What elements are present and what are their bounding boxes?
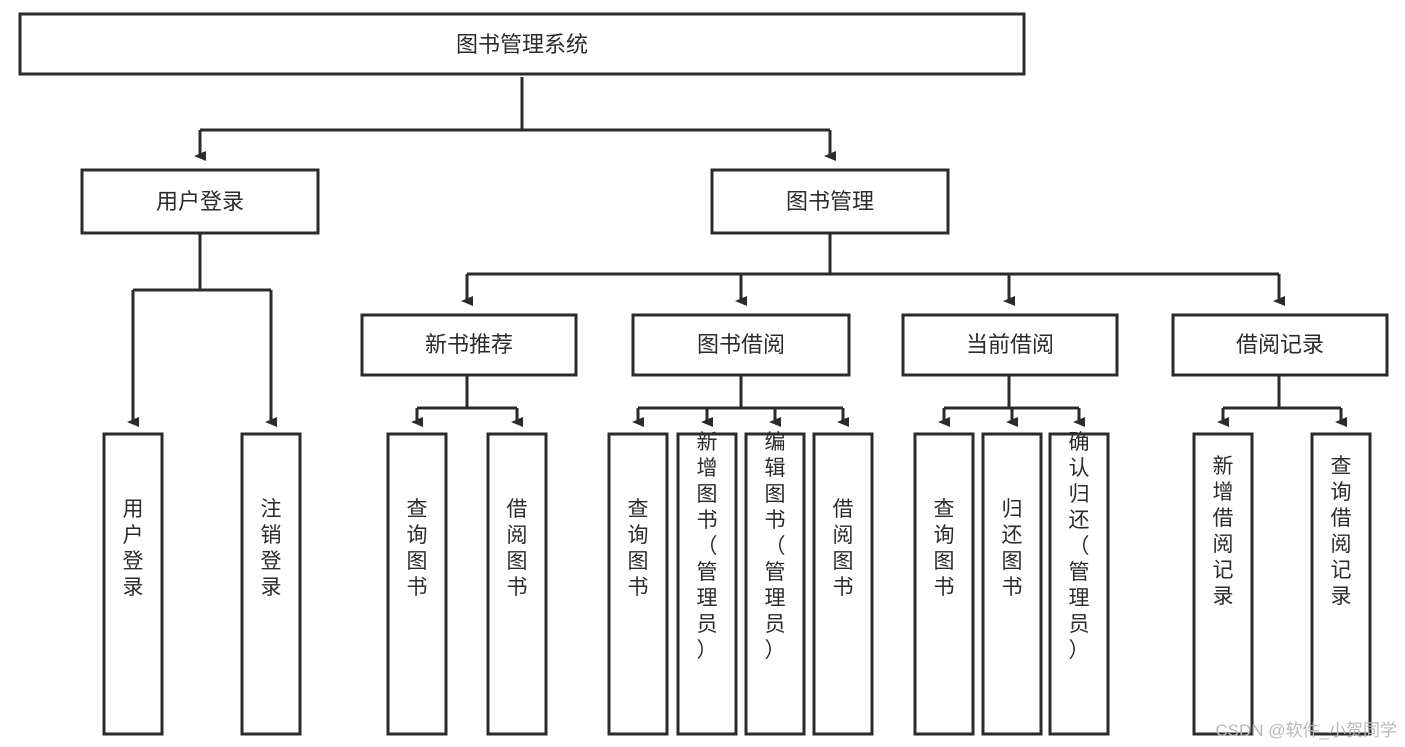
- node-current-borrow[interactable]: 当前借阅: [901, 313, 1119, 377]
- node-root-box[interactable]: [18, 12, 1026, 76]
- node-user-login-label: 用户登录: [156, 189, 244, 214]
- leaf-box[interactable]: [1192, 432, 1254, 736]
- node-borrow-record[interactable]: 借阅记录: [1171, 313, 1389, 377]
- leaf-new-book-2[interactable]: 借阅图书: [486, 432, 548, 736]
- connector-userlogin-to-leaves: [127, 233, 277, 427]
- connector-root-to-level2: [194, 77, 836, 161]
- node-root[interactable]: 图书管理系统: [18, 12, 1026, 76]
- node-book-borrow-box[interactable]: [631, 313, 851, 377]
- leaf-box[interactable]: [486, 432, 548, 736]
- leaf-label: 借阅图书: [833, 498, 854, 599]
- node-book-borrow[interactable]: 图书借阅: [631, 313, 851, 377]
- leaf-label: 查询借阅记录: [1331, 455, 1352, 608]
- leaf-new-book-1[interactable]: 查询图书: [386, 432, 448, 736]
- leaf-book-borrow-2[interactable]: 新增图书（管理员）: [676, 431, 738, 736]
- node-new-book-recommend[interactable]: 新书推荐: [360, 313, 578, 377]
- leaf-current-borrow-1[interactable]: 查询图书: [913, 432, 975, 736]
- leaf-box[interactable]: [676, 432, 738, 736]
- connector-currentborrow-to-leaves: [938, 375, 1085, 427]
- node-book-management-box[interactable]: [710, 168, 950, 235]
- connector-newbook-to-leaves: [411, 375, 523, 427]
- leaf-box[interactable]: [981, 432, 1043, 736]
- leaf-label: 用户登录: [123, 498, 144, 599]
- leaf-current-borrow-2[interactable]: 归还图书: [981, 432, 1043, 736]
- node-current-borrow-label: 当前借阅: [966, 332, 1054, 357]
- leaf-borrow-record-2[interactable]: 查询借阅记录: [1310, 432, 1372, 736]
- leaf-user-login-2[interactable]: 注销登录: [240, 432, 302, 736]
- node-book-borrow-label: 图书借阅: [697, 332, 785, 357]
- leaf-user-login-1[interactable]: 用户登录: [102, 432, 164, 736]
- leaf-book-borrow-4[interactable]: 借阅图书: [812, 432, 874, 736]
- node-book-management[interactable]: 图书管理: [710, 168, 950, 235]
- leaf-box[interactable]: [744, 432, 806, 736]
- node-book-management-label: 图书管理: [786, 189, 874, 214]
- leaf-label: 注销登录: [261, 498, 282, 599]
- leaf-box[interactable]: [913, 432, 975, 736]
- node-user-login[interactable]: 用户登录: [80, 168, 320, 235]
- leaf-box[interactable]: [1048, 432, 1110, 736]
- node-new-book-recommend-label: 新书推荐: [425, 332, 513, 357]
- leaf-label: 新增图书（管理员）: [697, 431, 718, 662]
- leaf-label: 确认归还（管理员）: [1069, 431, 1090, 662]
- leaf-box[interactable]: [386, 432, 448, 736]
- leaf-label: 归还图书: [1002, 498, 1023, 599]
- node-new-book-recommend-box[interactable]: [360, 313, 578, 377]
- leaf-box[interactable]: [1310, 432, 1372, 736]
- node-user-login-box[interactable]: [80, 168, 320, 235]
- connector-bookborrow-to-leaves: [632, 375, 849, 427]
- leaf-book-borrow-3[interactable]: 编辑图书（管理员）: [744, 431, 806, 736]
- leaf-label: 查询图书: [934, 498, 955, 599]
- node-borrow-record-box[interactable]: [1171, 313, 1389, 377]
- connector-borrowrecord-to-leaves: [1217, 375, 1347, 427]
- leaf-book-borrow-1[interactable]: 查询图书: [607, 432, 669, 736]
- leaf-box[interactable]: [607, 432, 669, 736]
- connector-bookmgmt-to-level3: [461, 233, 1285, 306]
- node-borrow-record-label: 借阅记录: [1236, 332, 1324, 357]
- leaf-current-borrow-3[interactable]: 确认归还（管理员）: [1048, 431, 1110, 736]
- leaf-label: 新增借阅记录: [1213, 455, 1234, 608]
- csdn-watermark: CSDN @软件_小贺同学: [1215, 721, 1397, 740]
- leaf-label: 借阅图书: [507, 498, 528, 599]
- leaf-label: 查询图书: [407, 498, 428, 599]
- leaf-borrow-record-1[interactable]: 新增借阅记录: [1192, 432, 1254, 736]
- leaf-box[interactable]: [812, 432, 874, 736]
- leaf-label: 查询图书: [628, 498, 649, 599]
- leaf-box[interactable]: [102, 432, 164, 736]
- leaf-box[interactable]: [240, 432, 302, 736]
- leaf-label: 编辑图书（管理员）: [765, 431, 786, 662]
- node-current-borrow-box[interactable]: [901, 313, 1119, 377]
- node-root-label: 图书管理系统: [456, 32, 588, 57]
